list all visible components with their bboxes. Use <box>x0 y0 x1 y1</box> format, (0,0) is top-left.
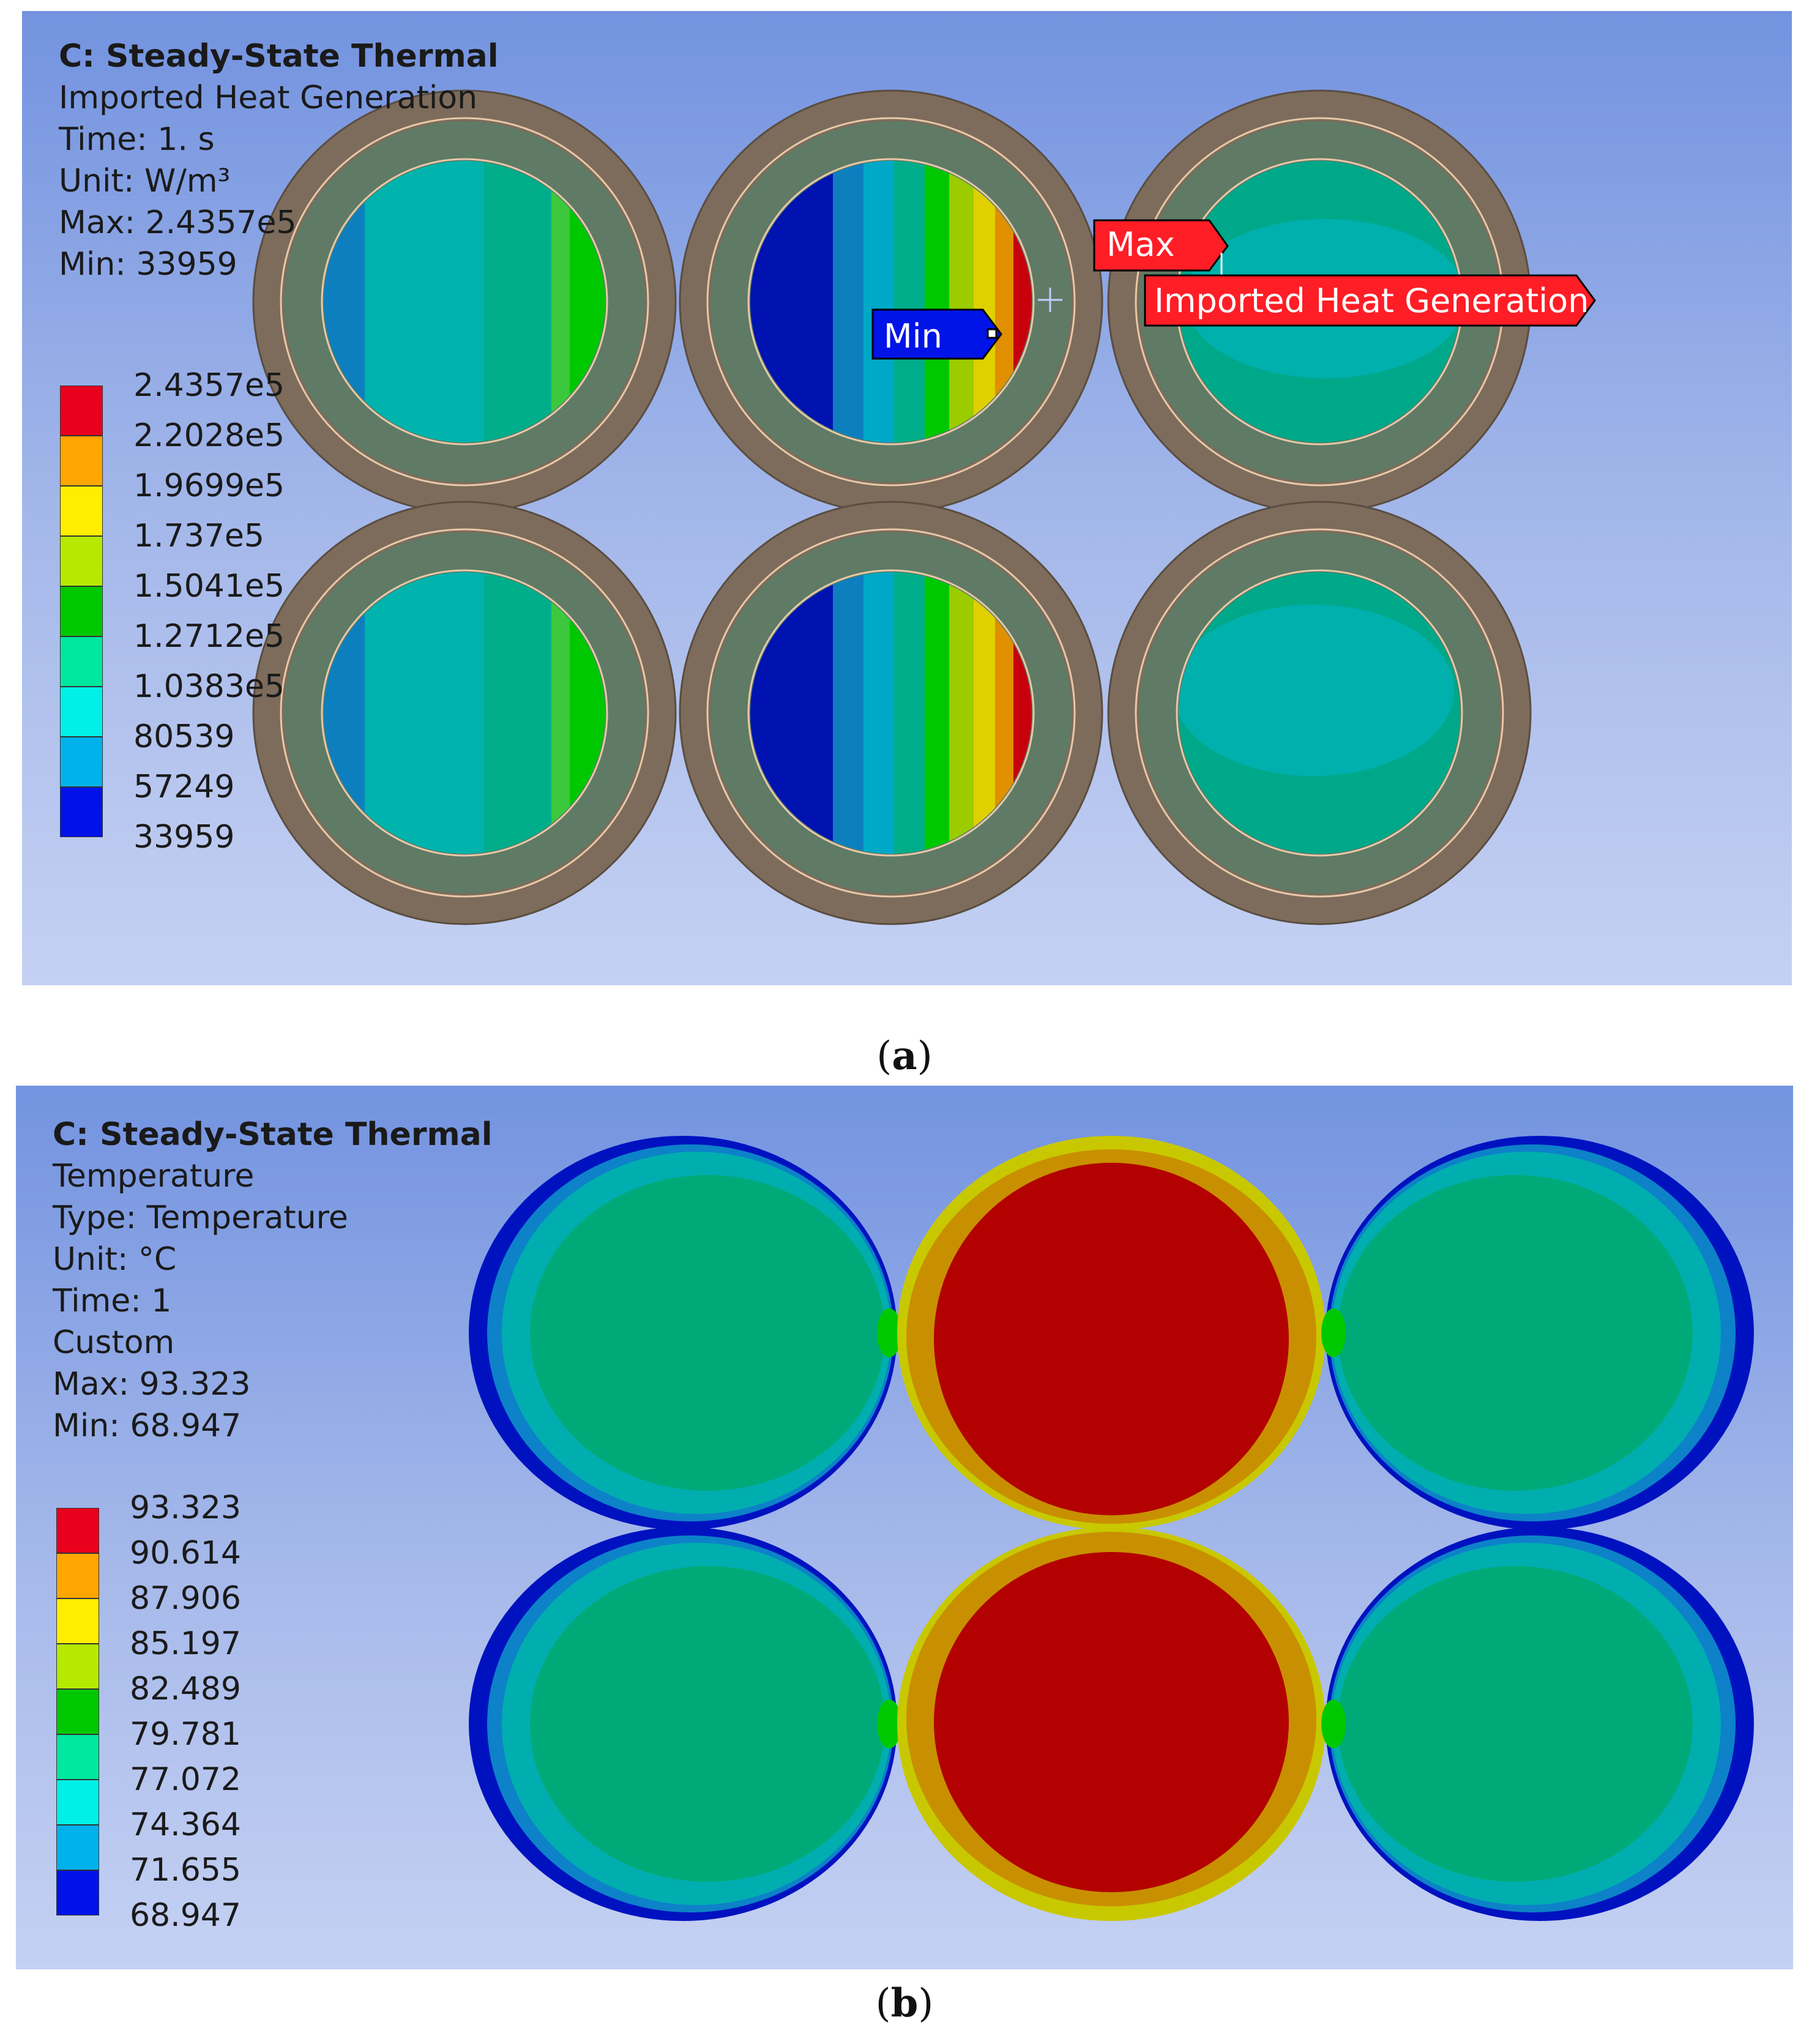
caption-a: (a) <box>876 1033 933 1079</box>
legend-swatch <box>56 1870 99 1915</box>
legend-label: 1.9699e5 <box>133 468 285 504</box>
cell-bottom-right <box>1321 1527 1754 1921</box>
info-line: Type: Temperature <box>53 1199 348 1236</box>
max-tag-label: Max <box>1106 225 1175 264</box>
legend-label: 2.2028e5 <box>133 417 285 454</box>
cell-bottom-middle <box>679 501 1103 925</box>
legend-swatch <box>60 586 103 636</box>
legend-swatch <box>60 536 103 586</box>
legend-label: 74.364 <box>130 1807 241 1843</box>
info-line: Custom <box>53 1324 175 1361</box>
legend-swatch <box>60 737 103 787</box>
cell-bottom-middle <box>897 1527 1326 1921</box>
cell-top-middle <box>897 1136 1326 1530</box>
info-line: Unit: W/m³ <box>59 163 231 200</box>
temperature-plot <box>469 1136 1754 1921</box>
legend-label: 87.906 <box>130 1580 241 1617</box>
legend-label: 77.072 <box>130 1761 241 1798</box>
legend-label: 68.947 <box>130 1897 241 1934</box>
min-tag-label: Min <box>884 317 942 356</box>
legend-swatch <box>56 1780 99 1825</box>
legend-label: 80539 <box>133 718 235 755</box>
legend-label: 82.489 <box>130 1671 241 1707</box>
color-legend: 2.4357e5 2.2028e5 1.9699e5 1.737e5 1.504… <box>60 368 305 856</box>
info-line: Max: 2.4357e5 <box>59 204 297 241</box>
result-info: C: Steady-State Thermal Temperature Type… <box>53 1114 493 1447</box>
info-line: Min: 33959 <box>59 246 237 283</box>
info-line: Imported Heat Generation <box>59 80 478 116</box>
cell-bottom-left <box>252 501 677 925</box>
result-info: C: Steady-State Thermal Imported Heat Ge… <box>59 35 499 285</box>
legend-swatch <box>56 1825 99 1870</box>
legend-label: 71.655 <box>130 1852 241 1889</box>
min-tag[interactable]: Min <box>871 308 1002 360</box>
legend-swatch <box>56 1734 99 1780</box>
caption-b: (b) <box>875 1980 934 2026</box>
temperature-viewport: C: Steady-State Thermal Temperature Type… <box>16 1086 1793 1969</box>
info-line: Time: 1 <box>53 1283 172 1319</box>
crosshair-icon <box>1038 288 1062 312</box>
info-line: Unit: °C <box>53 1241 177 1278</box>
legend-label: 2.4357e5 <box>133 367 285 404</box>
legend-label: 85.197 <box>130 1625 241 1662</box>
heat-generation-plot: Min Max Imported Heat Generation <box>252 89 1596 925</box>
color-legend: 93.323 90.614 87.906 85.197 82.489 79.78… <box>56 1491 301 1936</box>
heat-generation-viewport: Min Max Imported Heat Generation C: Stea… <box>22 11 1792 985</box>
probe-tag[interactable]: Imported Heat Generation <box>1144 274 1596 327</box>
legend-swatch <box>56 1689 99 1734</box>
legend-swatch <box>60 386 103 436</box>
legend-swatch <box>60 787 103 837</box>
caption-letter: b <box>890 1980 919 2026</box>
info-line: Time: 1. s <box>59 121 215 158</box>
legend-swatch <box>60 436 103 486</box>
result-title: C: Steady-State Thermal <box>59 38 499 75</box>
legend-swatch <box>56 1553 99 1598</box>
legend-swatch <box>60 486 103 536</box>
legend-label: 93.323 <box>130 1490 241 1526</box>
legend-swatch <box>56 1644 99 1689</box>
legend-label: 33959 <box>133 819 235 856</box>
cell-top-right <box>1321 1136 1754 1530</box>
cell-top-left <box>252 89 677 514</box>
legend-swatch <box>60 636 103 687</box>
legend-label: 90.614 <box>130 1535 241 1572</box>
legend-label: 1.5041e5 <box>133 568 285 605</box>
legend-swatch <box>56 1508 99 1553</box>
cell-bottom-right <box>1107 501 1532 925</box>
legend-swatch <box>56 1598 99 1644</box>
info-line: Temperature <box>53 1158 255 1195</box>
legend-label: 79.781 <box>130 1716 241 1753</box>
legend-swatch <box>60 687 103 737</box>
cell-top-left <box>469 1136 901 1530</box>
caption-letter: a <box>892 1033 917 1079</box>
info-line: Min: 68.947 <box>53 1408 242 1444</box>
info-line: Max: 93.323 <box>53 1366 251 1403</box>
cell-bottom-left <box>469 1527 901 1921</box>
legend-label: 1.2712e5 <box>133 618 285 655</box>
max-tag[interactable]: Max <box>1093 219 1229 283</box>
result-title: C: Steady-State Thermal <box>53 1116 493 1153</box>
probe-tag-label: Imported Heat Generation <box>1154 282 1589 320</box>
legend-label: 1.737e5 <box>133 518 264 554</box>
legend-label: 1.0383e5 <box>133 668 285 705</box>
legend-label: 57249 <box>133 769 235 805</box>
